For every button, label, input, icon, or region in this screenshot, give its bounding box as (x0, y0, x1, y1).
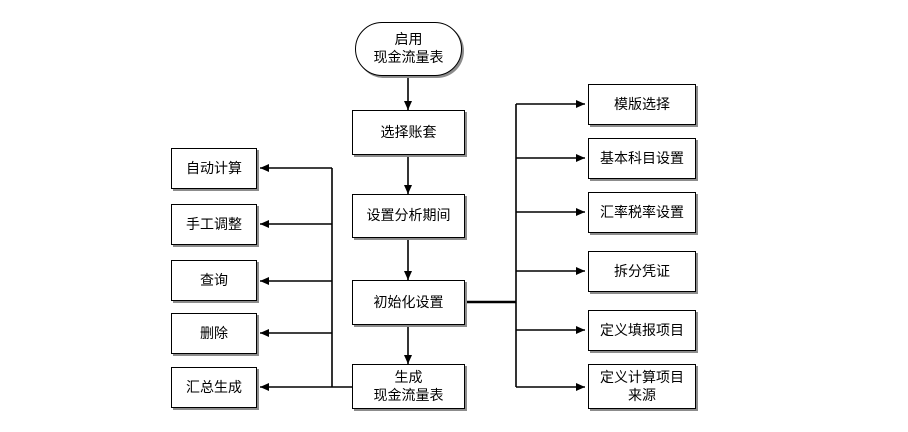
node-define-source: 定义计算项目 来源 (588, 364, 696, 409)
node-delete: 删除 (171, 313, 257, 354)
node-init-setup: 初始化设置 (352, 280, 465, 325)
node-summary: 汇总生成 (171, 367, 257, 408)
node-manual-adjust: 手工调整 (171, 204, 257, 245)
node-auto-calc: 自动计算 (171, 148, 257, 189)
node-define-items: 定义填报项目 (588, 310, 696, 351)
node-template-select: 模版选择 (588, 84, 696, 125)
node-basic-subject: 基本科目设置 (588, 138, 696, 179)
node-select-account: 选择账套 (352, 110, 465, 155)
node-rate-setup: 汇率税率设置 (588, 192, 696, 233)
node-start: 启用 现金流量表 (355, 22, 462, 76)
node-split-voucher: 拆分凭证 (588, 251, 696, 292)
node-query: 查询 (171, 260, 257, 301)
node-set-period: 设置分析期间 (352, 194, 465, 238)
node-generate: 生成 现金流量表 (352, 364, 465, 409)
